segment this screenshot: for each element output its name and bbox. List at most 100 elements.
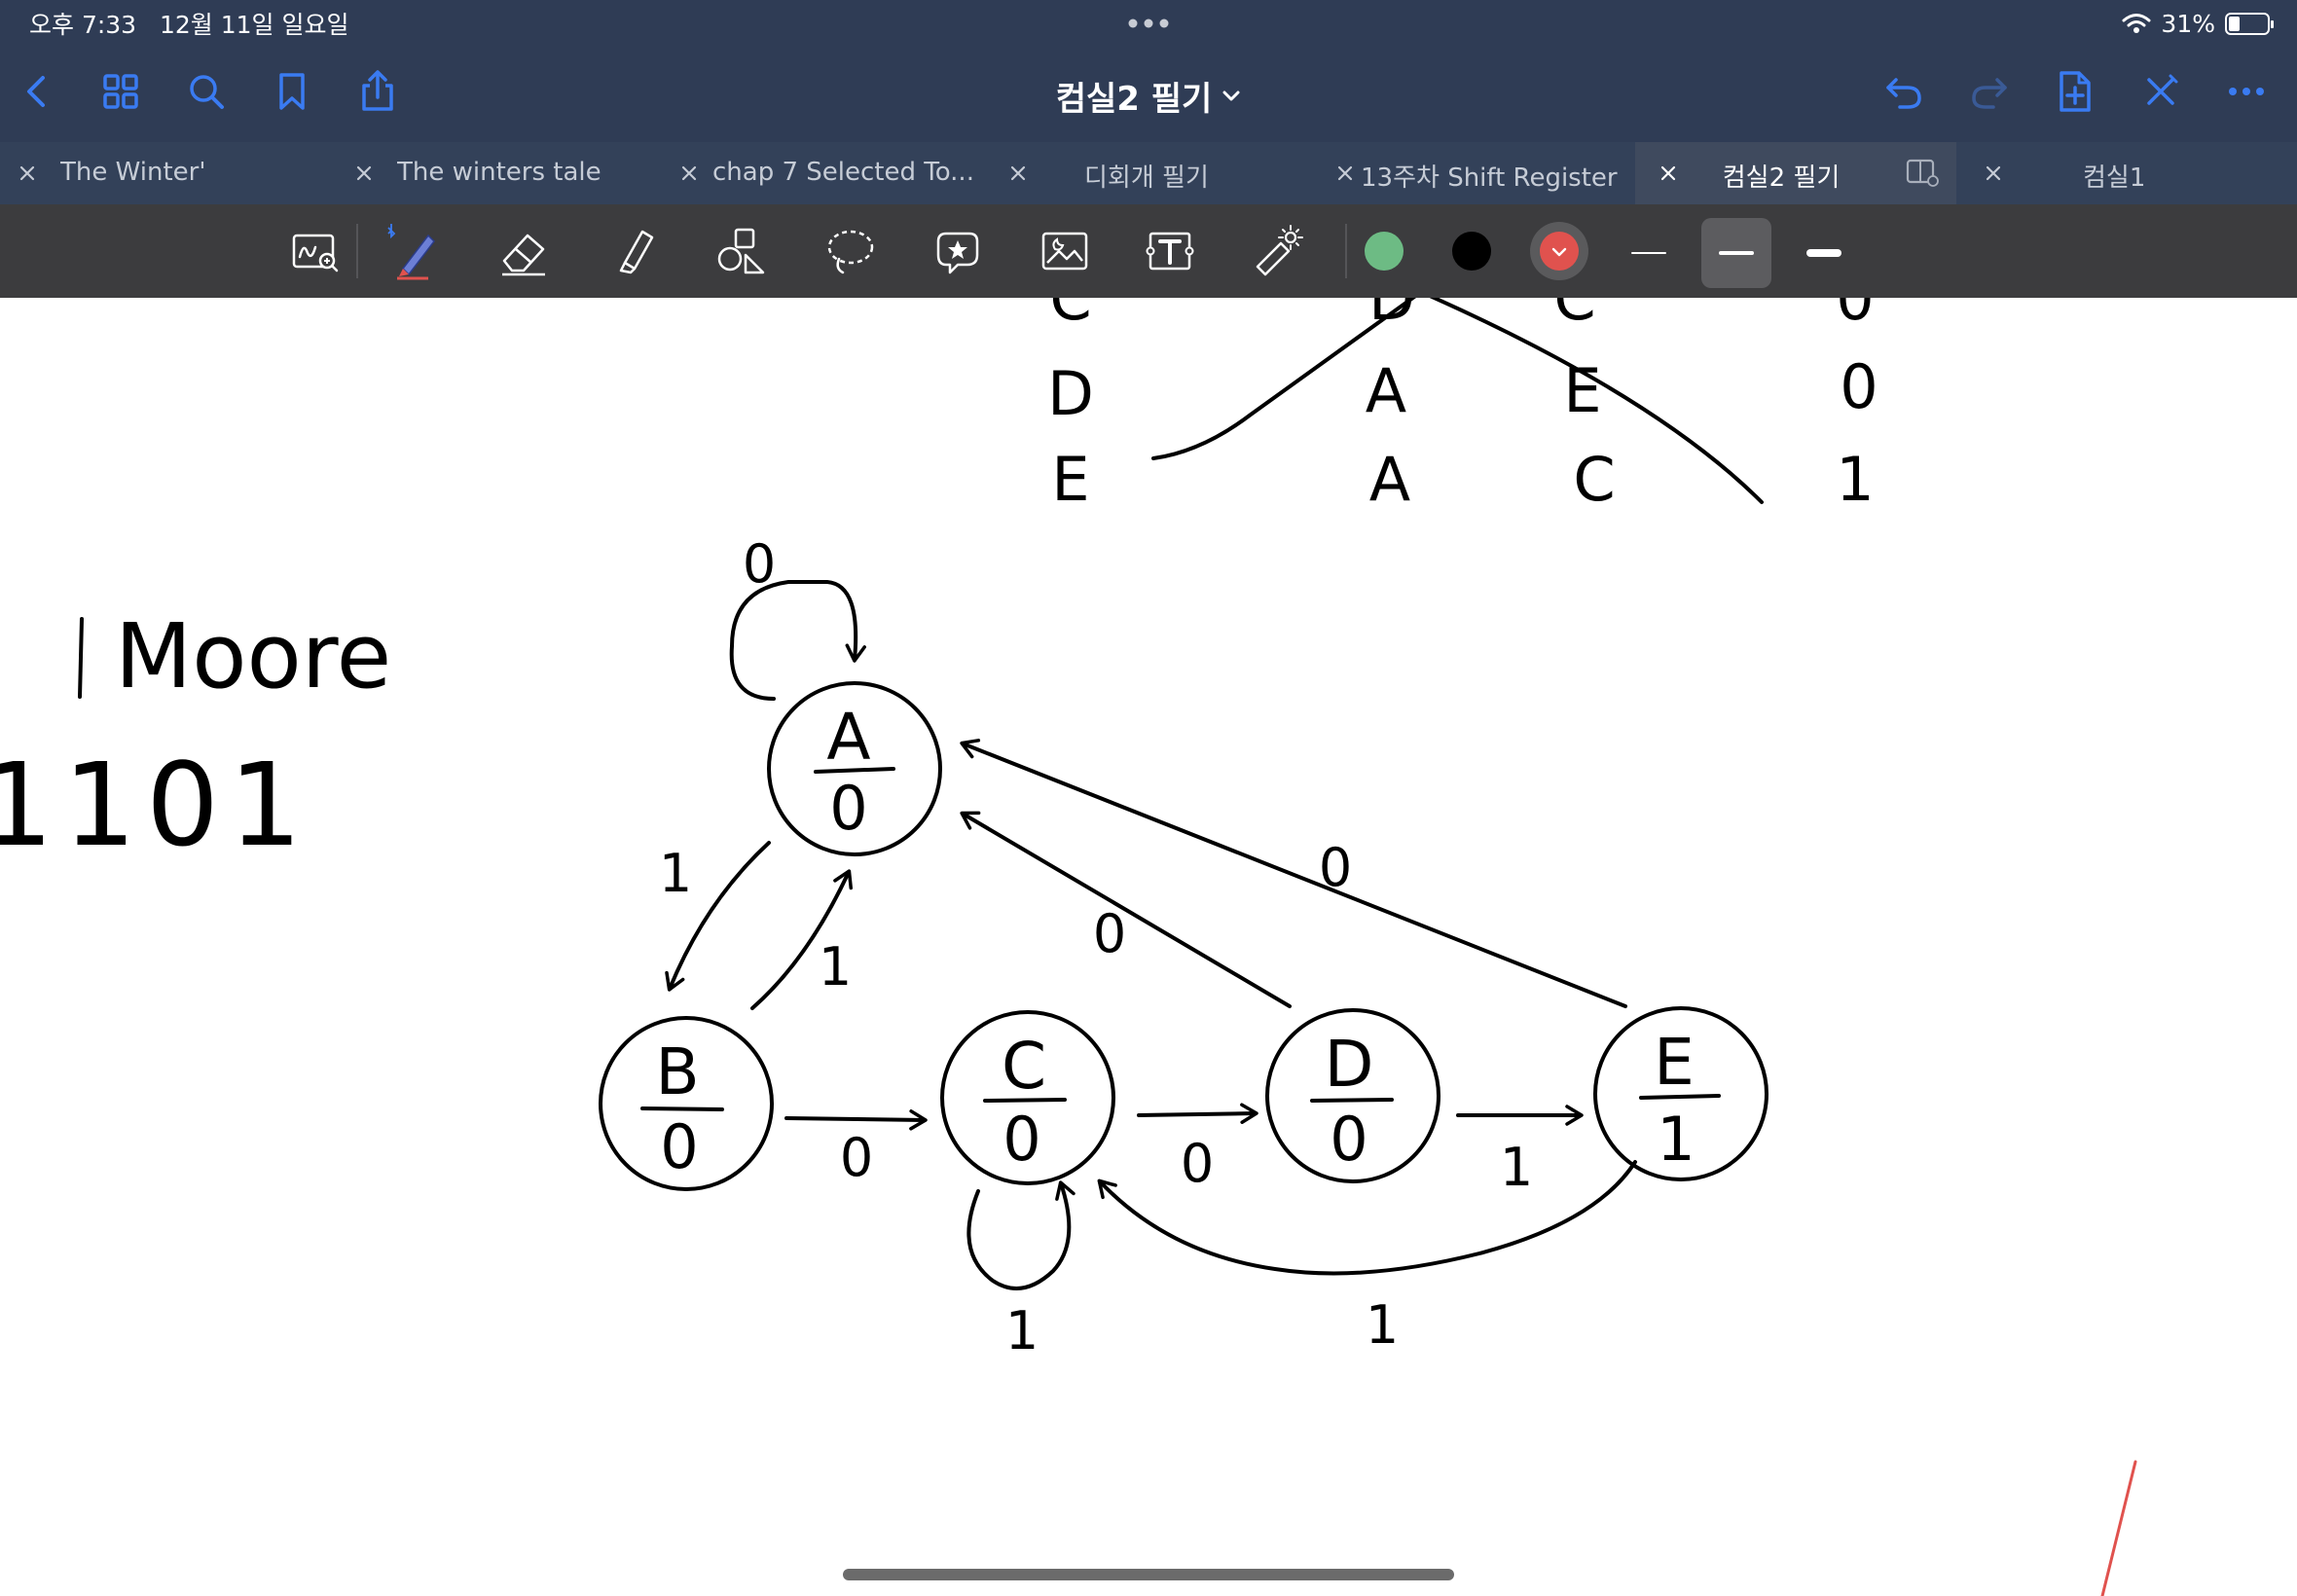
highlighter-icon[interactable] (603, 222, 662, 280)
state-output: 0 (829, 773, 867, 844)
tab-close-icon[interactable] (1659, 163, 1678, 183)
pen-toolbar (0, 204, 2297, 298)
undo-icon[interactable] (1880, 68, 1927, 115)
navigation-bar: 컴실2 필기 (0, 47, 2297, 142)
status-clock: 오후 7:33 (29, 11, 137, 39)
grid-view-icon[interactable] (97, 68, 144, 115)
label-e-to-c: 1 (1366, 1294, 1399, 1356)
search-icon[interactable] (183, 68, 230, 115)
label-c-self: 1 (1005, 1300, 1039, 1361)
toolbar-separator (1345, 224, 1347, 278)
arrow-b-to-a (750, 869, 853, 1010)
color-swatch-black[interactable] (1452, 232, 1491, 271)
tab-close-icon[interactable] (1984, 163, 2003, 183)
tab-5-active[interactable]: 컴실2 필기 (1635, 142, 1956, 204)
tab-bar: The Winter's Tale The winters tale chap … (0, 142, 2297, 204)
home-indicator[interactable] (843, 1569, 1454, 1580)
table-cell: D (1047, 358, 1094, 429)
split-view-icon[interactable] (1906, 158, 1939, 187)
stroke-width-thick[interactable] (1789, 218, 1859, 288)
tab-0[interactable]: The Winter's Tale (0, 142, 216, 204)
text-icon[interactable] (1141, 222, 1199, 280)
close-toolbar-icon[interactable] (2137, 68, 2184, 115)
bookmark-icon[interactable] (269, 68, 315, 115)
share-icon[interactable] (354, 68, 401, 115)
tab-2[interactable]: chap 7 Selected To... (662, 142, 983, 204)
label-b-to-c: 0 (840, 1127, 873, 1188)
label-c-to-d: 0 (1181, 1133, 1214, 1194)
stroke-width-medium-selected[interactable] (1701, 218, 1771, 288)
tab-3[interactable]: 디회개 필기 (991, 142, 1304, 204)
state-output: 0 (1330, 1104, 1367, 1175)
label-a-to-b: 1 (659, 843, 692, 904)
tab-label: 13주차 Shift Register (1361, 163, 1618, 193)
arrow-b-to-c (784, 1109, 928, 1131)
tab-close-icon[interactable] (354, 163, 374, 183)
transition-table: C D E D A A C E C 0 0 1 (1047, 298, 1878, 515)
stroke-width-preview (1806, 249, 1841, 257)
state-d: D 0 (1265, 1008, 1440, 1183)
eraser-icon[interactable] (494, 222, 553, 280)
tab-1[interactable]: The winters tale (337, 142, 650, 204)
redo-icon[interactable] (1966, 68, 2013, 115)
tab-close-icon[interactable] (679, 163, 699, 183)
input-sequence: 1101 (0, 738, 311, 872)
state-name: A (826, 700, 870, 775)
lasso-icon[interactable] (821, 222, 880, 280)
tab-close-icon[interactable] (1008, 163, 1028, 183)
state-diagram: A 0 B 0 C 0 D (599, 681, 1768, 1191)
tab-6[interactable]: 컴실1 (1966, 142, 2287, 204)
tab-label: The winters tale (397, 158, 602, 187)
app-chrome: 오후 7:33 12월 11일 일요일 31% (0, 0, 2297, 204)
document-title[interactable]: 컴실2 필기 (1051, 72, 1246, 120)
sticker-icon[interactable] (929, 222, 987, 280)
battery-icon (2225, 12, 2274, 35)
state-e: E 1 (1593, 1006, 1768, 1181)
stroke-width-preview (1719, 251, 1754, 255)
tab-label: 컴실1 (2083, 163, 2146, 193)
tab-close-icon[interactable] (18, 163, 37, 183)
arrow-d-to-a (960, 811, 1292, 1008)
status-indicators: 31% (2122, 6, 2274, 41)
arrow-a-self (729, 580, 866, 701)
state-name: C (1002, 1029, 1046, 1104)
tab-label: The Winter's Tale (60, 158, 206, 187)
table-cell: 0 (1836, 298, 1874, 334)
transition-arrows (665, 580, 1637, 1290)
chevron-down-icon (1222, 91, 1240, 100)
note-canvas[interactable]: C D E D A A C E C 0 0 1 Moore 1101 (0, 298, 2297, 1596)
table-cell: 1 (1836, 444, 1874, 515)
add-page-icon[interactable] (2052, 68, 2098, 115)
color-swatch-red-selected[interactable] (1530, 222, 1588, 280)
zoom-window-icon[interactable] (286, 222, 345, 280)
back-icon[interactable] (14, 68, 60, 115)
tab-close-icon[interactable] (1335, 163, 1355, 183)
arrow-a-to-b (665, 841, 771, 992)
stroke-width-thin[interactable] (1614, 218, 1684, 288)
table-cell: 0 (1840, 351, 1878, 422)
arrow-e-to-a (960, 739, 1627, 1008)
laser-pointer-icon[interactable] (1248, 222, 1306, 280)
state-b: B 0 (599, 1016, 774, 1191)
tab-4[interactable]: 13주차 Shift Register (1318, 142, 1631, 204)
arrow-e-to-c (1097, 1160, 1637, 1276)
table-cell: A (1366, 355, 1406, 426)
more-options-icon[interactable] (2223, 68, 2270, 115)
tab-label: 디회개 필기 (1084, 163, 1209, 193)
arrow-c-self (966, 1180, 1076, 1290)
label-d-to-e: 1 (1500, 1137, 1533, 1198)
color-swatch-green[interactable] (1365, 232, 1404, 271)
state-output: 0 (660, 1111, 698, 1182)
multitasking-dots-icon[interactable] (1127, 14, 1170, 33)
battery-percent: 31% (2161, 9, 2215, 38)
image-icon[interactable] (1036, 222, 1094, 280)
table-cell: A (1369, 444, 1410, 515)
transition-labels: 0 1 1 0 1 0 0 1 0 1 (659, 533, 1533, 1361)
pen-icon[interactable] (385, 222, 444, 280)
arrow-c-to-d (1137, 1103, 1258, 1124)
handwriting-layer: C D E D A A C E C 0 0 1 Moore 1101 (0, 298, 2137, 1596)
heading-text: Moore (115, 604, 391, 708)
shapes-icon[interactable] (712, 222, 771, 280)
state-output: 0 (1003, 1104, 1040, 1175)
table-cell: C (1049, 298, 1091, 334)
